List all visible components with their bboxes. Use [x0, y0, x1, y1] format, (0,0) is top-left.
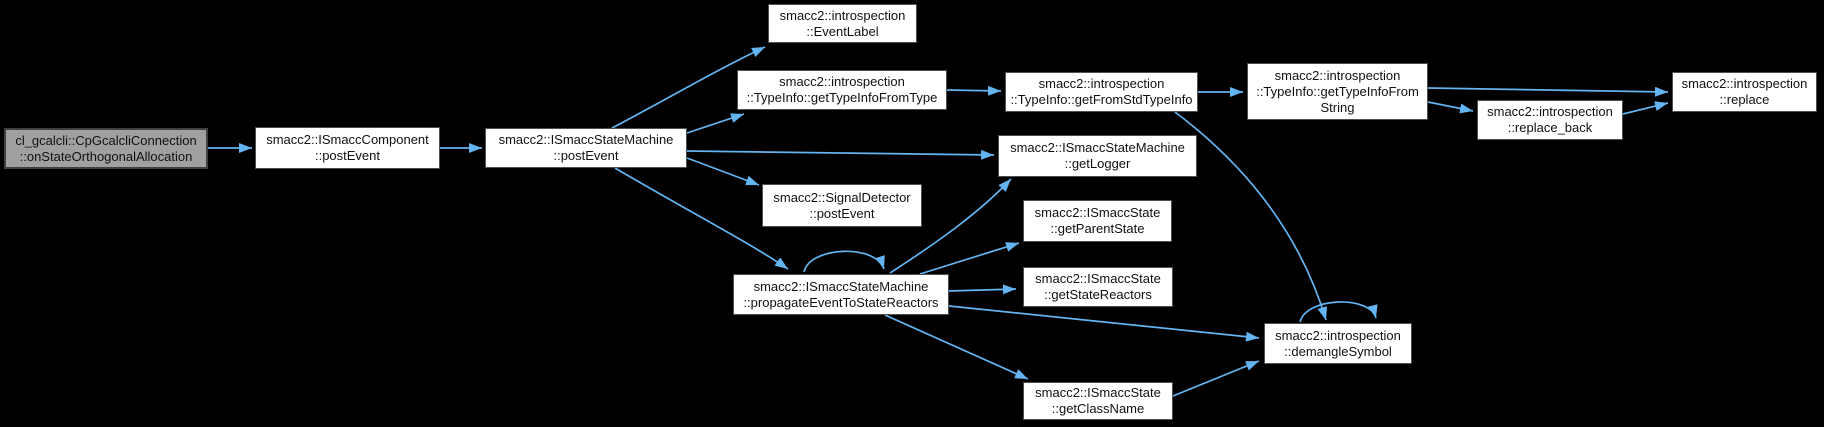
node-eventlabel[interactable]: smacc2::introspection ::EventLabel [768, 4, 917, 43]
edge-propagateEventToStateReactors-getClassName [884, 314, 1029, 380]
edge-replace_back-replace [1622, 101, 1669, 115]
edge-getClassName-demangleSymbol [1172, 360, 1260, 397]
edge-postEvent-EventLabel [611, 46, 766, 129]
node-ismaccstatemachine-postevent[interactable]: smacc2::ISmaccStateMachine ::postEvent [485, 128, 687, 168]
edge-getTypeInfoFromType-getFromStdTypeInfo [946, 85, 1002, 96]
node-gettypeinfofromtype[interactable]: smacc2::introspection ::TypeInfo::getTyp… [737, 70, 947, 110]
node-propagateeventtostatereactors[interactable]: smacc2::ISmaccStateMachine ::propagateEv… [733, 274, 949, 315]
edge-getTypeInfoFromString-replace_back [1427, 101, 1474, 114]
node-getlogger[interactable]: smacc2::ISmaccStateMachine ::getLogger [998, 135, 1197, 177]
edge-postEvent-propagateEventToStateReactors [614, 167, 789, 270]
node-getparentstate[interactable]: smacc2::ISmaccState ::getParentState [1023, 200, 1172, 242]
edge-propagateEventToStateReactors-self-loop [803, 250, 885, 273]
node-replace[interactable]: smacc2::introspection ::replace [1672, 72, 1817, 112]
edge-getTypeInfoFromString-replace [1427, 86, 1669, 97]
edge-propagateEventToStateReactors-getParentState [919, 242, 1020, 275]
node-demanglesymbol[interactable]: smacc2::introspection ::demangleSymbol [1264, 323, 1412, 364]
node-ismacccomponent-postevent[interactable]: smacc2::ISmaccComponent ::postEvent [255, 127, 440, 169]
edge-demangleSymbol-self-loop [1299, 301, 1378, 323]
node-onstateorthogonalallocation: cl_gcalcli::CpGcalcliConnection ::onStat… [4, 128, 208, 169]
node-getstatereactors[interactable]: smacc2::ISmaccState ::getStateReactors [1023, 267, 1173, 307]
edge-postEvent-getTypeInfoFromType [686, 113, 745, 134]
edge-getFromStdTypeInfo-demangleSymbol [1174, 111, 1328, 321]
edge-postEvent-getLogger [686, 149, 995, 160]
edge-postEvent-SignalDetector-postEvent [686, 157, 760, 186]
edge-propagateEventToStateReactors-getStateReactors [948, 284, 1017, 295]
edge-propagateEventToStateReactors-getLogger [889, 178, 1012, 274]
node-getfromstdtypeinfo[interactable]: smacc2::introspection ::TypeInfo::getFro… [1005, 72, 1198, 112]
edge-propagateEventToStateReactors-demangleSymbol [948, 305, 1260, 342]
node-replace-back[interactable]: smacc2::introspection ::replace_back [1477, 100, 1623, 140]
node-getclassname[interactable]: smacc2::ISmaccState ::getClassName [1023, 382, 1173, 420]
node-gettypeinfofromstring[interactable]: smacc2::introspection ::TypeInfo::getTyp… [1247, 63, 1428, 120]
node-signaldetector-postevent[interactable]: smacc2::SignalDetector ::postEvent [762, 184, 922, 227]
